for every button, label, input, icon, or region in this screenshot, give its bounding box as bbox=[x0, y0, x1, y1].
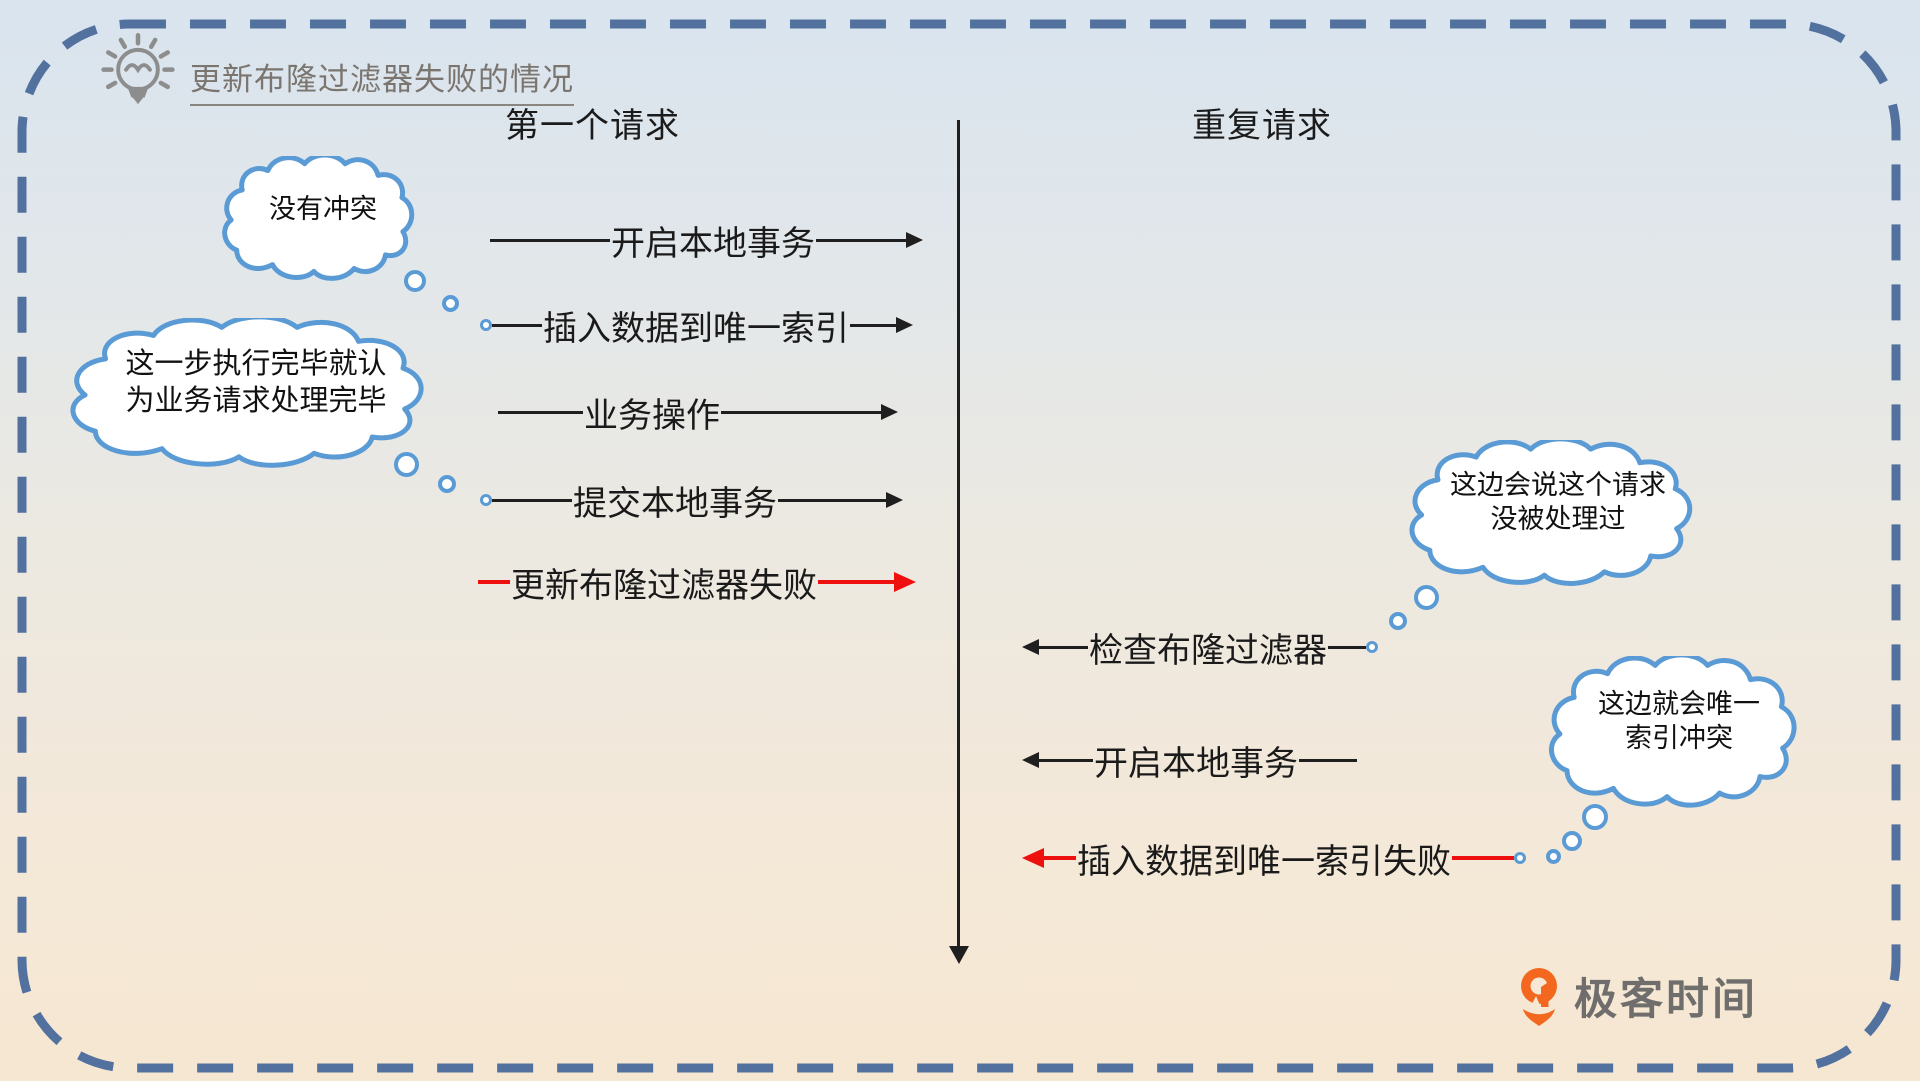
geektime-logo-text: 极客时间 bbox=[1574, 976, 1758, 1024]
connector-line bbox=[850, 323, 896, 327]
thought-cloud-icon bbox=[222, 156, 424, 284]
thought-cloud-icon bbox=[1408, 440, 1708, 590]
step-label: 更新布隆过滤器失败 bbox=[511, 566, 817, 605]
step-business-operation: 业务操作 bbox=[498, 390, 898, 435]
thought-cloud-unique-index-conflict: 这边就会唯一 索引冲突 bbox=[1548, 656, 1810, 812]
thought-trail-circle bbox=[1582, 804, 1608, 830]
connector-line bbox=[492, 498, 572, 502]
timeline-line bbox=[957, 120, 960, 948]
thought-trail-dot bbox=[1366, 641, 1378, 653]
step-insert-unique-index: 插入数据到唯一索引 bbox=[480, 303, 913, 348]
cloud-line: 没有冲突 bbox=[269, 193, 377, 224]
arrow-right-icon bbox=[886, 492, 903, 508]
column-header-first-request: 第一个请求 bbox=[505, 107, 680, 145]
cloud-text: 这边会说这个请求 没被处理过 bbox=[1408, 440, 1708, 566]
step-label: 提交本地事务 bbox=[573, 484, 777, 523]
connector-line bbox=[1039, 758, 1093, 762]
step-check-bloom-filter: 检查布隆过滤器 bbox=[1022, 625, 1378, 670]
thought-cloud-request-not-processed: 这边会说这个请求 没被处理过 bbox=[1408, 440, 1708, 590]
cloud-text: 这一步执行完毕就认 为业务请求处理完毕 bbox=[68, 318, 444, 447]
connector-line-red bbox=[818, 580, 894, 584]
thought-trail-circle bbox=[438, 475, 456, 493]
arrow-left-red-icon bbox=[1022, 848, 1044, 868]
step-label: 检查布隆过滤器 bbox=[1089, 631, 1327, 670]
cloud-text: 这边就会唯一 索引冲突 bbox=[1548, 656, 1810, 787]
cloud-line: 没被处理过 bbox=[1490, 504, 1626, 534]
step-label: 插入数据到唯一索引 bbox=[543, 309, 849, 348]
thought-trail-circle bbox=[394, 452, 419, 477]
page-title: 更新布隆过滤器失败的情况 bbox=[190, 54, 574, 106]
geektime-logo: 极客时间 bbox=[1514, 960, 1758, 1032]
cloud-line: 这一步执行完毕就认 bbox=[125, 348, 387, 381]
step-start-local-transaction: 开启本地事务 bbox=[490, 218, 923, 263]
lightbulb-idea-icon bbox=[101, 33, 175, 105]
thought-trail-circle bbox=[442, 295, 459, 312]
step-label: 插入数据到唯一索引失败 bbox=[1077, 842, 1451, 881]
step-label: 业务操作 bbox=[584, 396, 720, 435]
arrow-left-icon bbox=[1022, 639, 1039, 655]
thought-trail-circle bbox=[404, 270, 426, 292]
thought-trail-circle bbox=[1546, 849, 1561, 864]
timeline-arrowhead-icon bbox=[949, 946, 969, 964]
connector-line bbox=[816, 238, 906, 242]
step-label: 开启本地事务 bbox=[1094, 744, 1298, 783]
thought-trail-circle bbox=[1389, 612, 1407, 630]
cloud-text: 没有冲突 bbox=[222, 156, 424, 264]
thought-trail-circle bbox=[1414, 585, 1439, 610]
connector-line bbox=[778, 498, 886, 502]
cloud-line: 索引冲突 bbox=[1625, 722, 1733, 753]
arrow-left-icon bbox=[1022, 752, 1039, 768]
connector-line-red bbox=[478, 580, 510, 584]
thought-cloud-request-considered-done: 这一步执行完毕就认 为业务请求处理完毕 bbox=[68, 318, 444, 472]
arrow-right-icon bbox=[881, 404, 898, 420]
connector-line bbox=[1299, 758, 1357, 762]
arrow-right-icon bbox=[896, 317, 913, 333]
title-bar: 更新布隆过滤器失败的情况 bbox=[98, 30, 574, 112]
connector-line bbox=[498, 410, 583, 414]
connector-line bbox=[721, 410, 881, 414]
arrow-right-red-icon bbox=[894, 572, 916, 592]
cloud-line: 为业务请求处理完毕 bbox=[125, 384, 387, 417]
thought-cloud-no-conflict: 没有冲突 bbox=[222, 156, 424, 284]
cloud-line: 这边就会唯一 bbox=[1598, 688, 1760, 719]
thought-cloud-icon bbox=[1548, 656, 1810, 812]
thought-cloud-icon bbox=[68, 318, 444, 472]
step-start-local-transaction-repeat: 开启本地事务 bbox=[1022, 738, 1357, 783]
geektime-pin-logo-icon bbox=[1521, 968, 1557, 1026]
arrow-right-icon bbox=[906, 232, 923, 248]
step-commit-local-transaction: 提交本地事务 bbox=[480, 478, 903, 523]
step-label: 开启本地事务 bbox=[611, 224, 815, 263]
thought-trail-circle bbox=[1562, 831, 1582, 851]
column-header-repeat-request: 重复请求 bbox=[1192, 107, 1332, 145]
step-update-bloom-filter-failed: 更新布隆过滤器失败 bbox=[478, 560, 916, 605]
connector-line bbox=[492, 323, 542, 327]
connector-line bbox=[490, 238, 610, 242]
step-insert-unique-index-failed: 插入数据到唯一索引失败 bbox=[1022, 836, 1526, 881]
connector-line-red bbox=[1044, 856, 1076, 860]
cloud-line: 这边会说这个请求 bbox=[1450, 470, 1666, 501]
thought-trail-dot bbox=[1514, 852, 1526, 864]
connector-line bbox=[1328, 645, 1366, 649]
thought-trail-dot bbox=[480, 494, 492, 506]
connector-line bbox=[1039, 645, 1088, 649]
connector-line-red bbox=[1452, 856, 1514, 860]
thought-trail-dot bbox=[480, 319, 492, 331]
